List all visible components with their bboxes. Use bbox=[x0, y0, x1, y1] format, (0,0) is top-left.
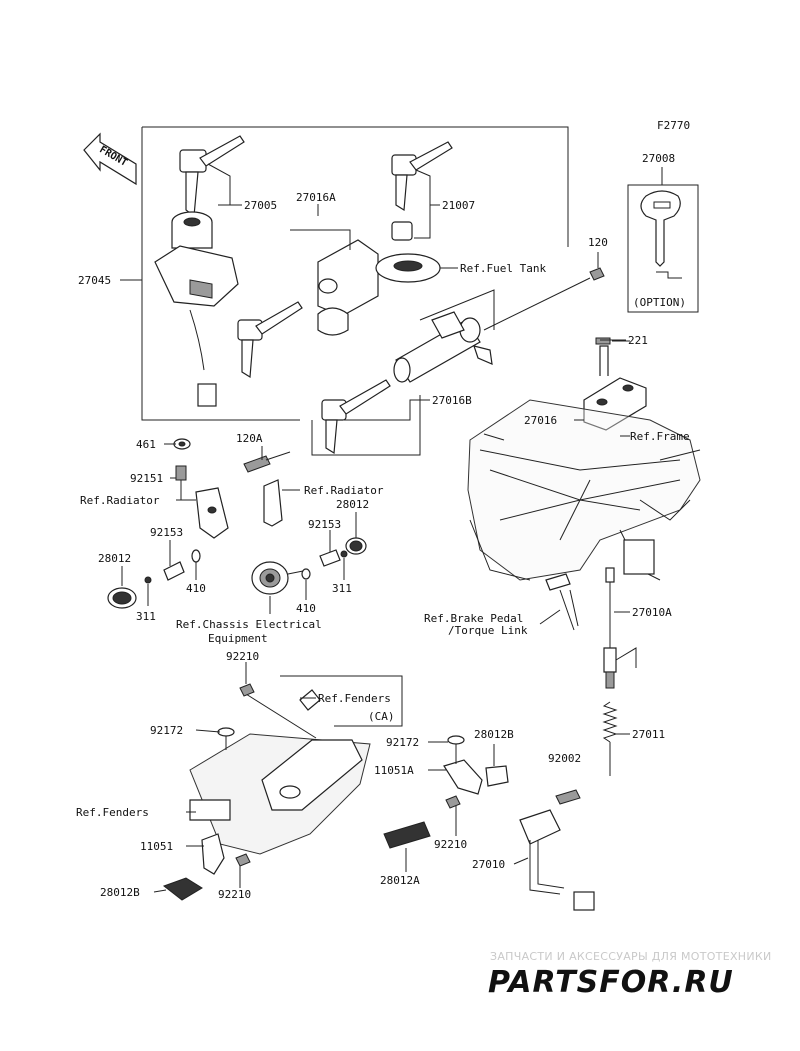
label-21007: 21007 bbox=[442, 199, 475, 212]
label-ref-brake-line1: Ref.Brake Pedal bbox=[424, 612, 523, 625]
label-28012A: 28012A bbox=[380, 874, 420, 887]
grommet-28012-mid-icon bbox=[345, 537, 367, 555]
label-120A: 120A bbox=[236, 432, 263, 445]
label-410-left: 410 bbox=[186, 582, 206, 595]
label-92172-left: 92172 bbox=[150, 724, 183, 737]
bolt-120A-icon bbox=[243, 451, 291, 473]
label-92002: 92002 bbox=[548, 752, 581, 765]
reflector-28012B-left-icon bbox=[162, 877, 203, 901]
motorcycle-frame-icon bbox=[467, 399, 701, 581]
horn-icon bbox=[251, 561, 309, 595]
nut-92210-bottom-icon bbox=[235, 853, 251, 867]
key-21007-icon bbox=[391, 141, 453, 212]
lock-27016A-icon bbox=[317, 239, 379, 336]
label-311-mid: 311 bbox=[332, 582, 352, 595]
label-27005: 27005 bbox=[244, 199, 277, 212]
label-ref-radiator-left: Ref.Radiator bbox=[80, 494, 160, 507]
reflector-28012B-mid-icon bbox=[485, 765, 509, 787]
label-option: (OPTION) bbox=[633, 296, 686, 309]
leader-lines bbox=[121, 163, 630, 893]
lock-cylinder-icon bbox=[393, 311, 493, 383]
label-28012B-mid: 28012B bbox=[474, 728, 514, 741]
bolt-120-icon bbox=[483, 267, 605, 331]
bracket-11051-icon bbox=[201, 833, 225, 875]
label-461: 461 bbox=[136, 438, 156, 451]
grommet-28012-left-icon bbox=[107, 587, 137, 609]
brake-switch-27010A-icon bbox=[545, 567, 637, 689]
label-ref-brake-line2: /Torque Link bbox=[448, 624, 528, 637]
label-11051: 11051 bbox=[140, 840, 173, 853]
label-27010A: 27010A bbox=[632, 606, 672, 619]
watermark-tagline: ЗАПЧАСТИ И АКСЕССУАРЫ ДЛЯ МОТОТЕХНИКИ bbox=[490, 950, 772, 963]
radiator-bracket-mid-icon bbox=[263, 479, 283, 527]
fuel-cap-icon bbox=[375, 221, 458, 283]
watermark-brand: PARTSFOR.RU bbox=[488, 965, 734, 1000]
bracket-11051A-icon bbox=[443, 735, 483, 809]
bracket-27016-icon bbox=[583, 337, 647, 431]
label-27016A: 27016A bbox=[296, 191, 336, 204]
label-92210-mid: 92210 bbox=[434, 838, 467, 851]
key-mid-icon bbox=[237, 301, 303, 379]
label-ref-fenders-top: Ref.Fenders bbox=[318, 692, 391, 705]
label-11051A: 11051A bbox=[374, 764, 414, 777]
label-28012-left: 28012 bbox=[98, 552, 131, 565]
collar-92153-left-icon bbox=[144, 549, 201, 584]
front-arrow-icon: FRONT bbox=[83, 132, 137, 186]
label-27016: 27016 bbox=[524, 414, 557, 427]
label-27010: 27010 bbox=[472, 858, 505, 871]
label-ref-chassis-line2: Equipment bbox=[208, 632, 268, 645]
label-92210-top: 92210 bbox=[226, 650, 259, 663]
label-92210-bottom: 92210 bbox=[218, 888, 251, 901]
fender-bracket-icon bbox=[189, 683, 371, 855]
key-27005-icon bbox=[179, 135, 245, 218]
label-410-mid: 410 bbox=[296, 602, 316, 615]
label-ref-fuel-tank: Ref.Fuel Tank bbox=[460, 262, 546, 275]
label-92151: 92151 bbox=[130, 472, 163, 485]
option-key-box bbox=[627, 167, 699, 313]
label-ref-chassis-line1: Ref.Chassis Electrical bbox=[176, 618, 322, 631]
figure-code: F2770 bbox=[657, 119, 690, 132]
bolt-92151-icon bbox=[175, 465, 187, 500]
spring-27011-icon bbox=[602, 701, 618, 776]
label-28012-mid: 28012 bbox=[336, 498, 369, 511]
collar-92153-mid-icon bbox=[301, 549, 348, 580]
label-221: 221 bbox=[628, 334, 648, 347]
watermark: ЗАПЧАСТИ И АКСЕССУАРЫ ДЛЯ МОТОТЕХНИКИ PA… bbox=[488, 950, 772, 1000]
label-ref-frame: Ref.Frame bbox=[630, 430, 690, 443]
label-28012B-left: 28012B bbox=[100, 886, 140, 899]
assembly-outline bbox=[120, 126, 569, 456]
label-27008: 27008 bbox=[642, 152, 675, 165]
label-92172-mid: 92172 bbox=[386, 736, 419, 749]
label-ca: (CA) bbox=[368, 710, 395, 723]
label-ref-fenders-left: Ref.Fenders bbox=[76, 806, 149, 819]
key-27016B-icon bbox=[321, 379, 391, 455]
label-92153-mid: 92153 bbox=[308, 518, 341, 531]
radiator-bracket-left-icon bbox=[195, 487, 229, 539]
label-27011: 27011 bbox=[632, 728, 665, 741]
label-120: 120 bbox=[588, 236, 608, 249]
switch-27010-icon bbox=[519, 789, 595, 911]
ignition-switch-icon bbox=[154, 211, 239, 407]
reflector-28012A-icon bbox=[383, 821, 431, 849]
washer-461-icon bbox=[173, 438, 191, 450]
label-27016B: 27016B bbox=[432, 394, 472, 407]
part-labels: 27005 27016A 21007 27008 27045 Ref.Fuel … bbox=[76, 152, 690, 901]
label-27045: 27045 bbox=[78, 274, 111, 287]
label-ref-radiator-mid: Ref.Radiator bbox=[304, 484, 384, 497]
label-311-left: 311 bbox=[136, 610, 156, 623]
label-92153-left: 92153 bbox=[150, 526, 183, 539]
